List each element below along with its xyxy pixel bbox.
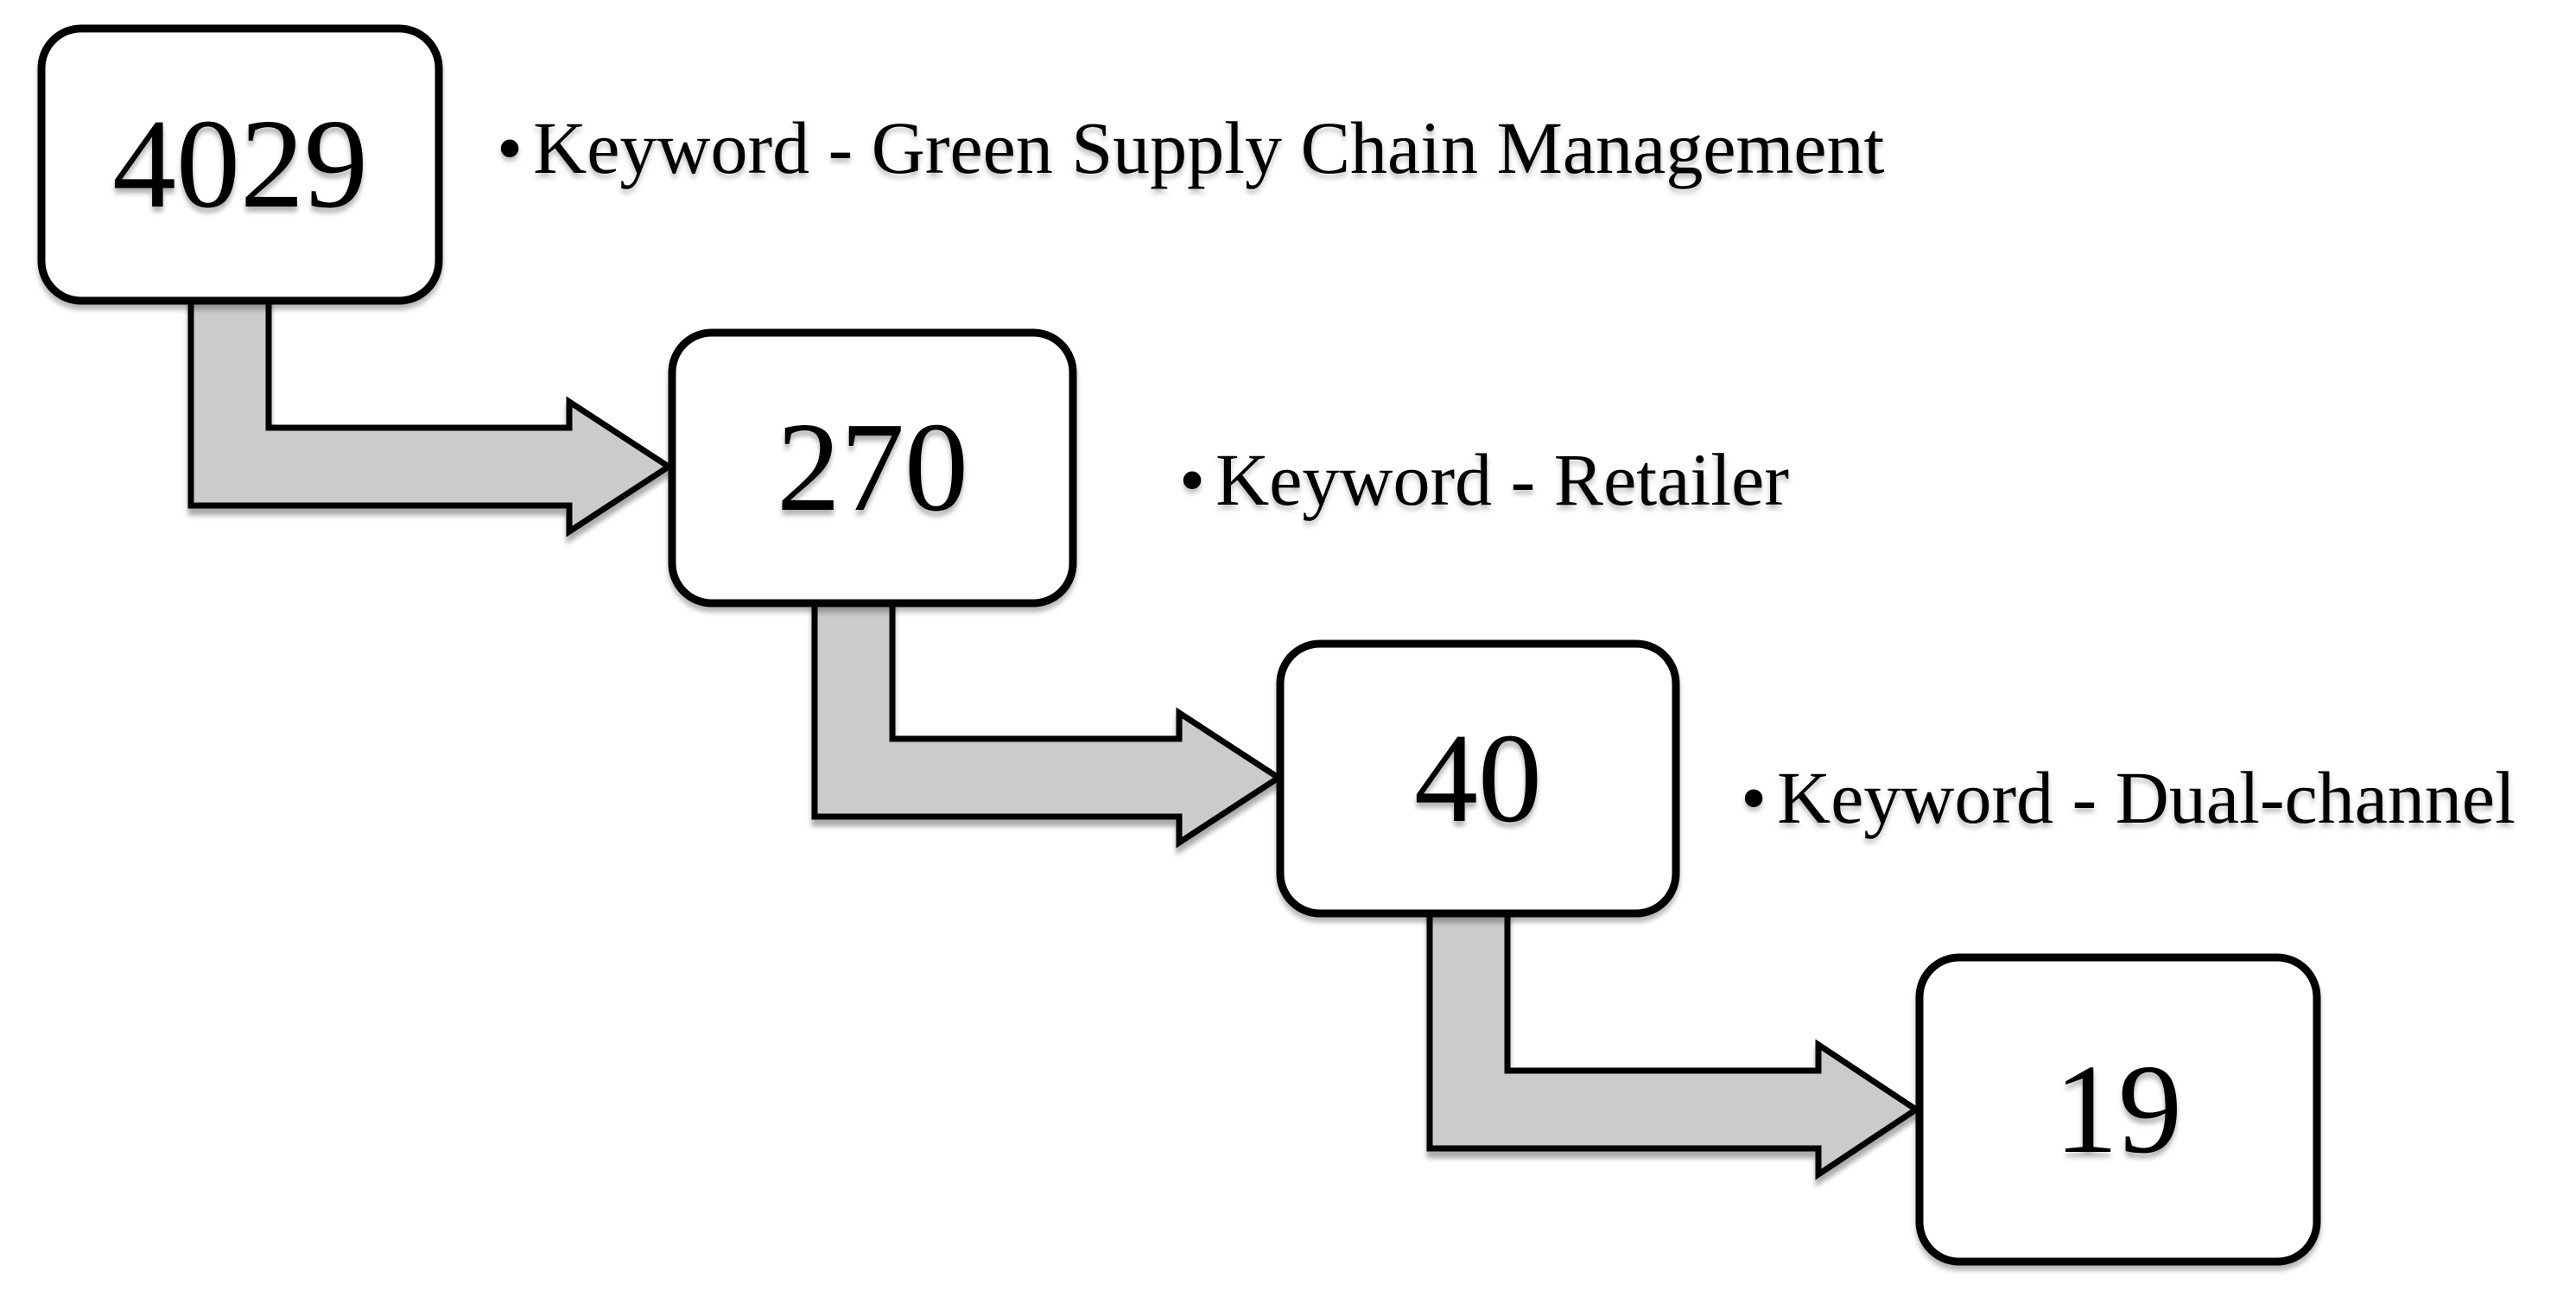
step-2-box (668, 328, 1077, 607)
step-1-box (37, 24, 443, 305)
arrow-step2-to-step3 (811, 595, 1285, 849)
arrow-step1-to-step2 (187, 292, 675, 537)
bullet-icon: • (1741, 756, 1767, 839)
bullet-icon: • (497, 106, 523, 189)
step-4-count: 19 (2054, 1039, 2182, 1180)
bullet-icon: • (1179, 438, 1205, 521)
step-4-box (1915, 953, 2321, 1266)
step-3-label: •Keyword - Dual-channel (1741, 756, 2516, 839)
step-3-box (1276, 639, 1680, 918)
step-1-label: •Keyword - Green Supply Chain Management (497, 106, 1885, 189)
step-2-label: •Keyword - Retailer (1179, 438, 1789, 521)
step-1-count: 4029 (112, 93, 368, 235)
step-2-count: 270 (777, 397, 968, 538)
step-3-count: 40 (1414, 708, 1542, 849)
arrow-step3-to-step4 (1426, 906, 1922, 1180)
